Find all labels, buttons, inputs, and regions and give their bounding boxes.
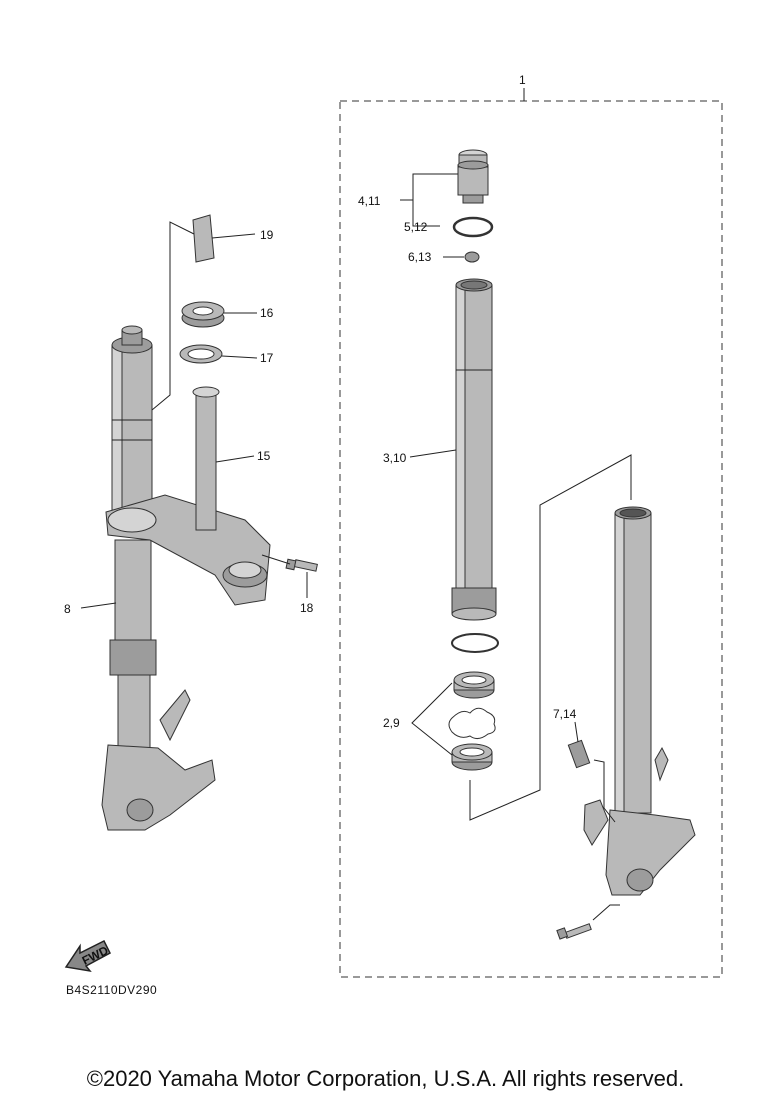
part-bushing-upper[interactable] <box>451 633 499 653</box>
callout-6-13[interactable]: 6,13 <box>408 250 432 264</box>
part-19[interactable] <box>192 214 215 263</box>
callout-4-11[interactable]: 4,11 <box>358 194 381 208</box>
part-7-14[interactable] <box>567 739 591 769</box>
diagram-code: B4S2110DV290 <box>66 983 157 997</box>
copyright-notice: ©2020 Yamaha Motor Corporation, U.S.A. A… <box>86 1066 685 1091</box>
callout-8[interactable]: 8 <box>64 602 71 616</box>
callout-16[interactable]: 16 <box>260 306 274 320</box>
part-18[interactable] <box>285 558 318 572</box>
axle-bolt <box>556 923 592 940</box>
fork-assembly-left <box>101 325 271 831</box>
callout-2-9[interactable]: 2,9 <box>383 716 400 730</box>
part-clip[interactable] <box>448 707 496 740</box>
part-6-13[interactable] <box>464 251 480 263</box>
part-4-11[interactable] <box>457 149 489 204</box>
callout-19[interactable]: 19 <box>260 228 274 242</box>
callout-17[interactable]: 17 <box>260 351 274 365</box>
part-16[interactable] <box>181 301 225 328</box>
part-17[interactable] <box>179 344 223 364</box>
callout-15[interactable]: 15 <box>257 449 271 463</box>
assembly-box <box>339 100 723 978</box>
callout-3-10[interactable]: 3,10 <box>383 451 407 465</box>
inner-tube-right <box>583 506 696 896</box>
callout-1[interactable]: 1 <box>519 73 526 87</box>
part-5-12[interactable] <box>452 216 494 238</box>
part-2-9-lower[interactable] <box>451 743 493 771</box>
callout-7-14[interactable]: 7,14 <box>553 707 577 721</box>
callout-5-12[interactable]: 5,12 <box>404 220 428 234</box>
part-2-9-upper[interactable] <box>453 671 495 699</box>
callout-18[interactable]: 18 <box>300 601 314 615</box>
fwd-arrow-icon: FWD <box>64 939 111 973</box>
part-3-10[interactable] <box>451 278 497 621</box>
